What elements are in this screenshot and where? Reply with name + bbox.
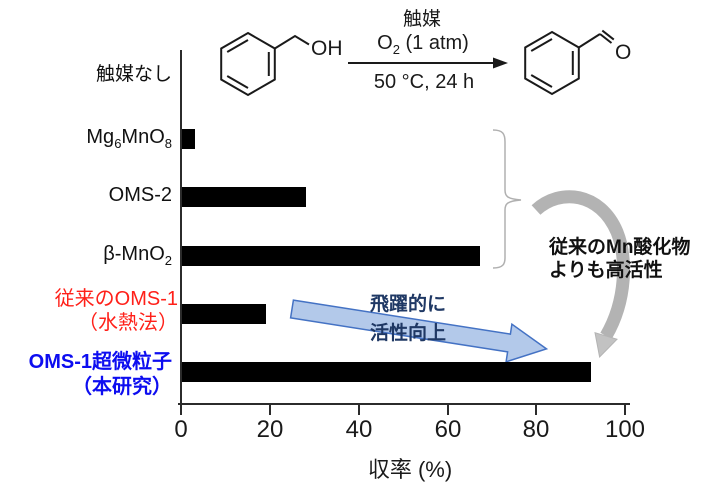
x-tick	[269, 403, 271, 415]
x-tick-label: 40	[345, 416, 373, 443]
benzaldehyde-structure	[524, 29, 615, 96]
bar-conventional-oms1	[182, 304, 267, 324]
x-tick	[535, 403, 537, 415]
row-label-mg6mno8: Mg6MnO8	[86, 126, 172, 151]
x-axis-line	[178, 403, 630, 405]
bar-beta-mno2	[182, 246, 480, 266]
reaction-arrow	[348, 57, 508, 69]
x-axis-title: 収率 (%)	[367, 457, 453, 482]
bar-oms2	[182, 187, 307, 207]
x-tick	[624, 403, 626, 415]
x-tick	[358, 403, 360, 415]
comparison-annotation: 従来のMn酸化物 よりも高活性	[549, 237, 691, 281]
x-tick-label: 0	[174, 416, 188, 443]
bar-oms1-nanoparticles	[182, 362, 591, 382]
improvement-annotation: 飛躍的に 活性向上	[369, 294, 446, 344]
x-tick-label: 100	[604, 416, 646, 443]
hydroxyl-group-label: OH	[311, 37, 343, 60]
bar-mg6mno8	[182, 129, 196, 149]
scheme-conditions-label: 50 °C, 24 h	[373, 71, 475, 93]
x-tick	[447, 403, 449, 415]
row-label-oms2: OMS-2	[108, 184, 172, 206]
row-label-oms1-nanoparticles: OMS-1超微粒子 （本研究）	[28, 351, 172, 398]
carbonyl-oxygen-label: O	[615, 41, 632, 64]
x-tick-label: 20	[256, 416, 284, 443]
x-tick-label: 80	[522, 416, 550, 443]
scheme-oxidant-label: O2 (1 atm)	[377, 32, 469, 57]
benzyl-alcohol-structure	[220, 31, 310, 97]
scheme-catalyst-label: 触媒	[402, 9, 441, 30]
x-tick	[180, 403, 182, 415]
row-label-beta-mno2: β-MnO2	[103, 243, 172, 268]
y-axis-line	[180, 50, 182, 405]
row-label-no-catalyst: 触媒なし	[95, 64, 172, 85]
x-tick-label: 60	[434, 416, 462, 443]
row-label-conventional-oms1: 従来のOMS-1 （水熱法）	[54, 288, 178, 334]
group-bracket	[492, 129, 522, 269]
